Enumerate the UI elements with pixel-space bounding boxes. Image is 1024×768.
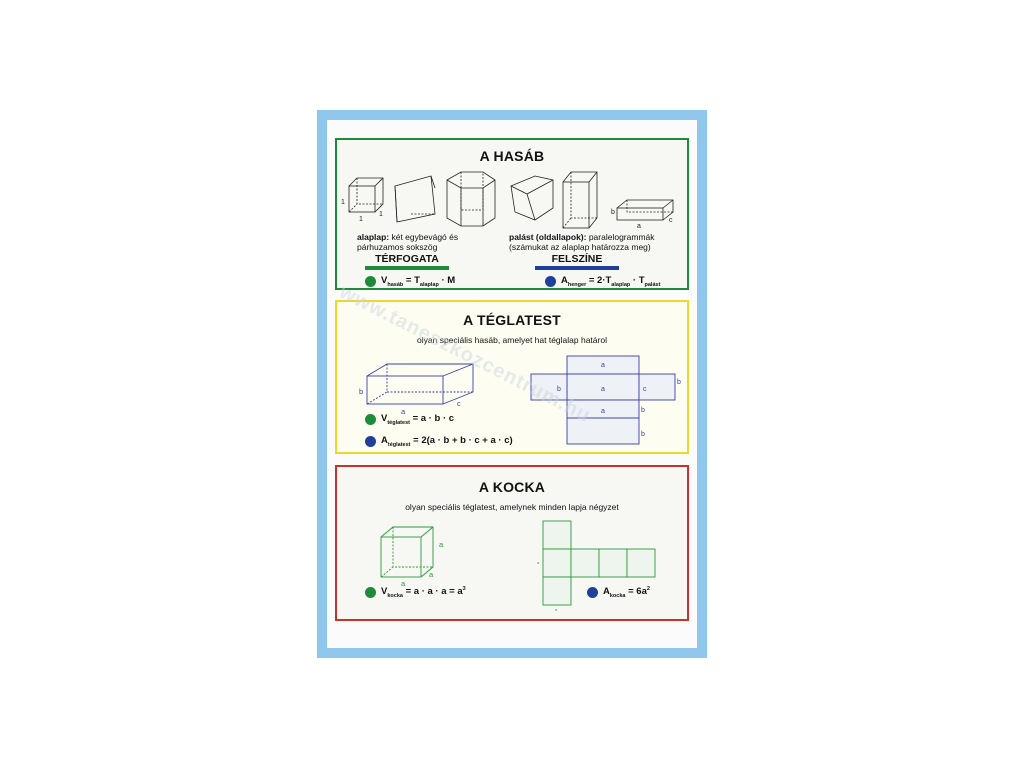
cube-edge-label-bottom: 1: [359, 216, 363, 223]
net-label-top-a: a: [601, 362, 605, 369]
kocka-volume-bullet: [365, 587, 376, 598]
kocka-subtitle: olyan speciális téglatest, amelynek mind…: [405, 502, 619, 512]
kocka-net-figure: a a: [537, 520, 656, 612]
kocka-edge-label-bottom: a: [401, 579, 406, 588]
kocka-net-label-side: a: [537, 560, 540, 565]
box-edge-label-a: a: [637, 223, 641, 230]
teglatest-volume-formula: Vtéglatest = a · b · c: [381, 413, 455, 426]
section-hasab: A HASÁB: [335, 138, 689, 290]
terfogata-heading: TÉRFOGATA: [375, 253, 439, 265]
prism-hexagonal: [446, 171, 496, 227]
hasab-volume-formula: Vhasáb = Talaplap · M: [381, 275, 456, 288]
teglatest-title: A TÉGLATEST: [463, 312, 561, 328]
section-teglatest: A TÉGLATEST olyan speciális hasáb, amely…: [335, 300, 689, 454]
prism-triangular: [394, 175, 436, 223]
felszine-underline: [535, 266, 619, 270]
box-edge-label-b: b: [611, 209, 615, 216]
net-label-edge-b: b: [677, 379, 681, 386]
prism-figures: 1 1 1 b a c: [341, 171, 674, 230]
terfogata-underline: [365, 266, 449, 270]
net-label-lower-a: a: [601, 408, 605, 415]
alaplap-definition: alaplap: két egybevágó és: [357, 232, 459, 242]
hasab-title: A HASÁB: [479, 148, 545, 164]
palast-definition-line2: (számukat az alaplap határozza meg): [509, 242, 651, 252]
surface-bullet: [545, 276, 556, 287]
teglatest-box-label-b: b: [359, 387, 363, 396]
hasab-surface-formula: Ahenger = 2·Talaplap · Tpalást: [561, 275, 661, 288]
kocka-title: A KOCKA: [478, 479, 546, 495]
teglatest-box-label-a: a: [401, 407, 406, 416]
net-label-left-b: b: [557, 386, 561, 393]
poster-frame: A HASÁB: [317, 110, 707, 658]
felszine-heading: FELSZÍNE: [551, 253, 603, 265]
net-label-lower-b: b: [641, 407, 645, 414]
prism-cube: [348, 177, 384, 213]
prism-flat-box: [616, 199, 674, 221]
kocka-surface-bullet: [587, 587, 598, 598]
kocka-cube-figure: a a a: [380, 526, 444, 588]
cube-edge-label-side: 1: [379, 211, 383, 218]
teglatest-surface-formula: Atéglatest = 2(a · b + b · c + a · c): [381, 435, 513, 448]
net-label-bottom-b: b: [641, 431, 645, 438]
teglatest-surface-bullet: [365, 436, 376, 447]
teglatest-subtitle: olyan speciális hasáb, amelyet hat tégla…: [417, 335, 607, 345]
prism-pentagonal: [510, 175, 554, 221]
box-edge-label-c: c: [669, 217, 673, 224]
teglatest-box-figure: b a c: [359, 363, 474, 416]
net-label-right-c: c: [643, 386, 647, 393]
kocka-edge-label-side: a: [429, 570, 434, 579]
poster-sheet: A HASÁB: [327, 120, 697, 648]
kocka-edge-label-top: a: [439, 540, 444, 549]
teglatest-box-label-c: c: [457, 399, 461, 408]
teglatest-volume-bullet: [365, 414, 376, 425]
kocka-net-label-bottom: a: [555, 607, 558, 612]
net-label-center-a: a: [601, 386, 605, 393]
palast-definition: palást (oldallapok): paralelogrammák: [509, 232, 655, 242]
volume-bullet: [365, 276, 376, 287]
section-kocka: A KOCKA olyan speciális téglatest, amely…: [335, 465, 689, 621]
kocka-volume-formula: Vkocka = a · a · a = a3: [381, 586, 466, 600]
alaplap-definition-line2: párhuzamos sokszög: [357, 242, 438, 252]
teglatest-net-figure: a b a c b a b b: [530, 355, 681, 445]
kocka-surface-formula: Akocka = 6a2: [603, 586, 650, 600]
prism-tall-cuboid: [562, 171, 598, 229]
cube-edge-label-left: 1: [341, 199, 345, 206]
